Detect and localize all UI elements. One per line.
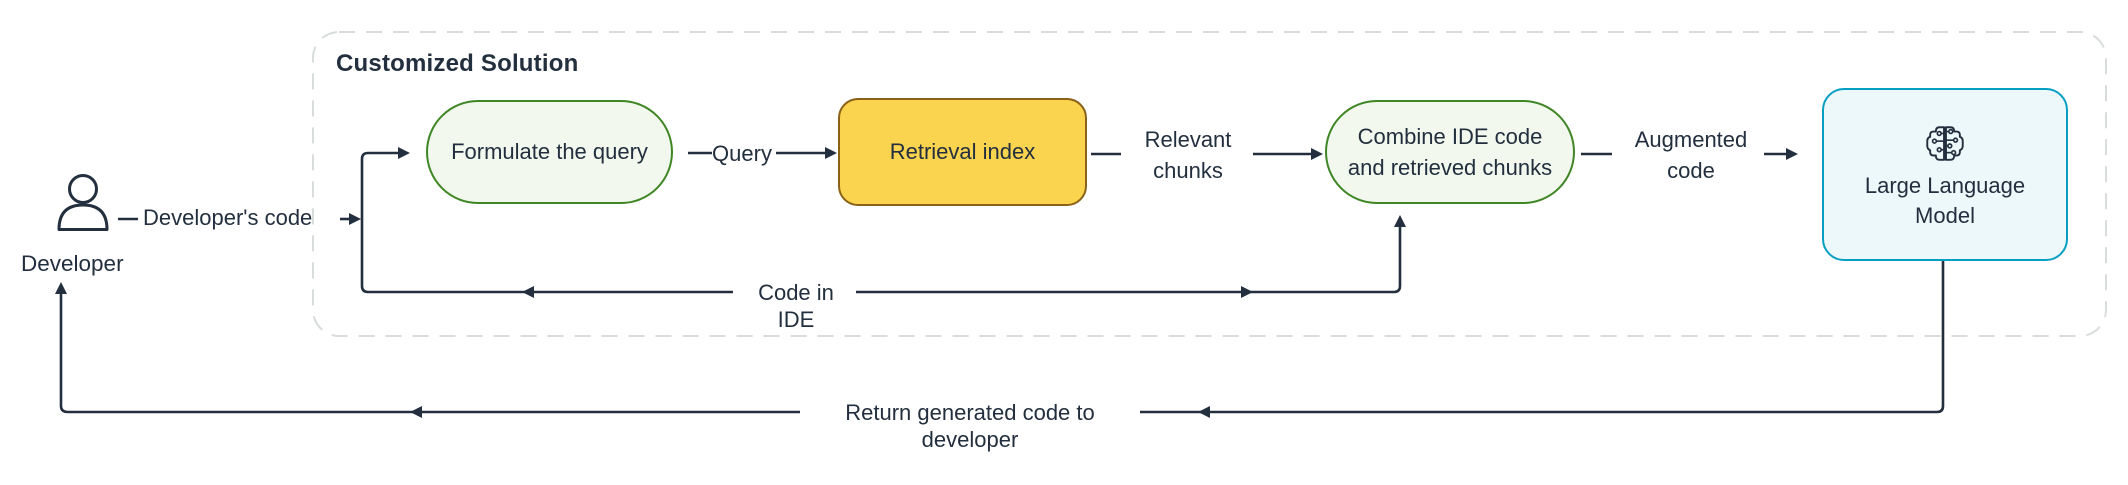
connector-relevant-chunks [1091,148,1323,160]
query-edge-label: Query [712,141,772,166]
connector-return-generated-code [55,261,1945,418]
node-formulate-query-label: Formulate the query [451,139,648,164]
developer-label: Developer [21,251,124,276]
connector-developers-code [118,213,361,225]
relevant-chunks-edge-label: Relevant chunks [1144,127,1232,183]
brain-circuit-icon [1922,121,1968,167]
customized-solution-container [312,31,2107,337]
node-large-language-model: Large Language Model [1822,88,2068,261]
node-combine-ide-code: Combine IDE code and retrieved chunks [1325,100,1575,204]
node-formulate-query: Formulate the query [426,100,673,204]
connector-augmented-code [1581,148,1798,160]
connector-junction-to-formulate [360,147,733,298]
code-in-ide-edge-label: Code in IDE [758,280,834,332]
connector-query [688,147,837,159]
node-large-language-model-label: Large Language Model [1864,172,2026,228]
connector-code-in-ide-to-combine [856,215,1406,298]
node-combine-ide-code-label: Combine IDE code and retrieved chunks [1347,124,1553,180]
developers-code-label: Developer's code [143,205,313,230]
node-retrieval-index-label: Retrieval index [889,139,1036,164]
person-icon [56,170,110,237]
customized-solution-title: Customized Solution [336,50,579,77]
return-generated-code-edge-label: Return generated code to developer [845,400,1095,452]
node-retrieval-index: Retrieval index [838,98,1087,206]
augmented-code-edge-label: Augmented code [1634,127,1748,183]
